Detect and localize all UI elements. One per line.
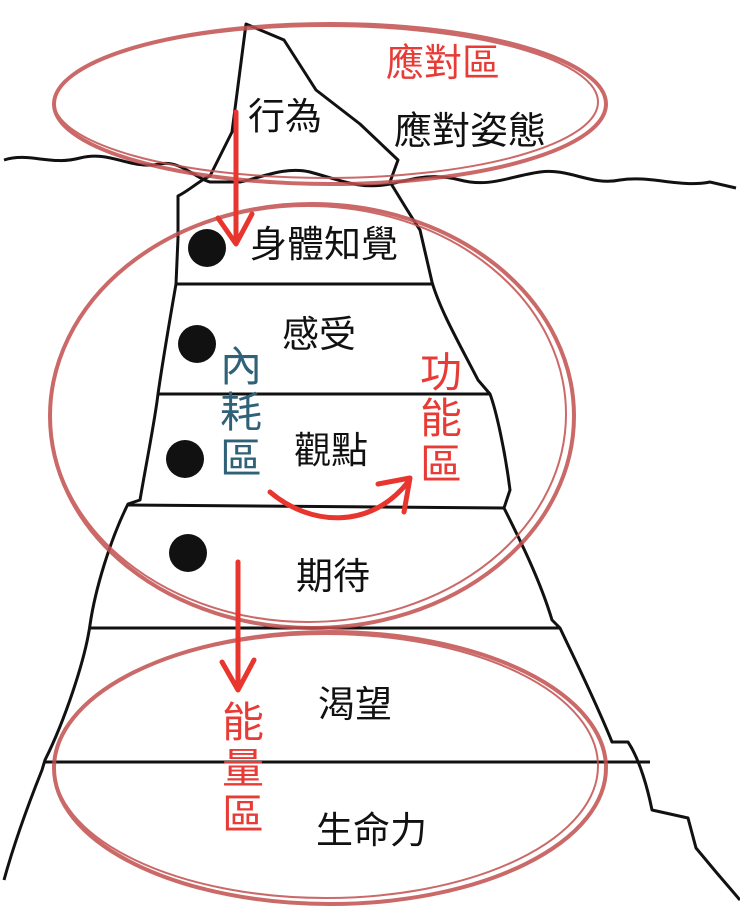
coping-zone-title: 應對區 — [386, 41, 501, 85]
layer-life-force: 生命力 — [316, 809, 427, 852]
arrow-curved-right — [267, 475, 413, 521]
layer-behavior: 行為 — [248, 95, 322, 138]
arrow-down-bottom — [219, 559, 257, 693]
dot-perceptions — [166, 440, 204, 478]
energy-zone-label: 能量區 — [221, 698, 264, 840]
layer-body-awareness: 身體知覺 — [250, 223, 398, 266]
functional-zone-label: 功能區 — [419, 348, 462, 490]
energy-zone-circle — [52, 630, 608, 906]
internal-friction-zone-label: 內耗區 — [219, 342, 262, 484]
layer-yearnings: 渴望 — [318, 683, 392, 726]
iceberg-outline — [2, 22, 740, 901]
dot-expectations — [169, 534, 207, 572]
layer-feelings: 感受 — [282, 313, 356, 356]
dot-body-awareness — [188, 229, 226, 267]
dot-feelings — [178, 325, 216, 363]
layer-coping-stance: 應對姿態 — [394, 109, 547, 153]
arrow-down-top — [215, 109, 255, 247]
separator-perceptions — [127, 503, 505, 510]
internal-zone-circle — [48, 202, 576, 630]
layer-perceptions: 觀點 — [294, 429, 368, 472]
layer-expectations: 期待 — [296, 555, 370, 598]
coping-zone-circle — [52, 22, 608, 186]
